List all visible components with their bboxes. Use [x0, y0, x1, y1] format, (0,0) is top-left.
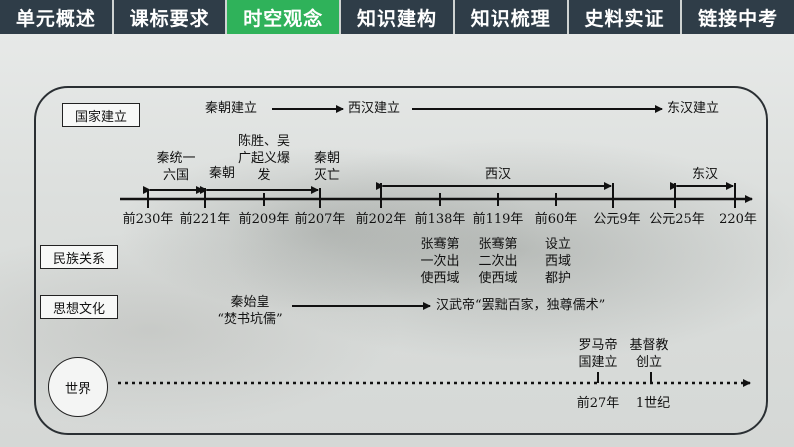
- event-western-han-founded: 西汉建立: [348, 101, 401, 116]
- tick-label-world: 1世纪: [635, 396, 671, 411]
- tab-exam-link[interactable]: 链接中考: [682, 0, 794, 34]
- top-nav: 单元概述 课标要求 时空观念 知识建构 知识梳理 史料实证 链接中考: [0, 0, 794, 34]
- event-chen-sheng-uprising: 陈胜、吴广起义爆发: [237, 134, 291, 183]
- tab-curriculum[interactable]: 课标要求: [113, 0, 226, 34]
- label-ethnic: 民族关系: [40, 245, 118, 269]
- label-nation: 国家建立: [62, 103, 140, 127]
- tick-label: 220年: [719, 212, 757, 227]
- tick-label: 前230年: [122, 212, 174, 227]
- tick-label: 前119年: [472, 212, 524, 227]
- tick-label: 公元9年: [593, 212, 641, 227]
- period-western-han-label: 西汉: [484, 167, 512, 182]
- period-eastern-han-label: 东汉: [691, 167, 719, 182]
- event-western-regions-protectorate: 设立西域都护: [544, 237, 572, 286]
- tab-evidence[interactable]: 史料实证: [568, 0, 681, 34]
- event-qin-unify: 秦统一六国: [156, 151, 196, 183]
- tick-label: 前60年: [534, 212, 578, 227]
- tab-unit-overview[interactable]: 单元概述: [0, 0, 112, 34]
- tab-knowledge-construction[interactable]: 知识建构: [341, 0, 453, 34]
- tick-label: 前221年: [179, 212, 231, 227]
- tick-label: 公元25年: [649, 212, 705, 227]
- tick-label-world: 前27年: [576, 396, 620, 411]
- event-roman-empire: 罗马帝国建立: [578, 338, 618, 370]
- tick-label: 前202年: [355, 212, 407, 227]
- tab-time-space[interactable]: 时空观念: [227, 0, 340, 34]
- event-burning-books: 秦始皇“焚书坑儒”: [217, 295, 283, 327]
- event-qin-fall: 秦朝灭亡: [313, 151, 341, 183]
- tick-label: 前209年: [238, 212, 290, 227]
- event-confucianism: 汉武帝“罢黜百家，独尊儒术”: [436, 298, 606, 313]
- tab-knowledge-review[interactable]: 知识梳理: [454, 0, 567, 34]
- tick-label: 前207年: [294, 212, 346, 227]
- event-zhang-qian-first: 张骞第一次出使西域: [420, 237, 460, 286]
- timeline-panel: [34, 86, 768, 435]
- period-qin-label: 秦朝: [208, 166, 236, 181]
- event-zhang-qian-second: 张骞第二次出使西域: [478, 237, 518, 286]
- event-eastern-han-founded: 东汉建立: [667, 101, 720, 116]
- label-world: 世界: [48, 357, 108, 417]
- label-culture: 思想文化: [40, 295, 118, 319]
- event-qin-founded: 秦朝建立: [205, 101, 258, 116]
- event-christianity: 基督教创立: [629, 338, 669, 370]
- tick-label: 前138年: [414, 212, 466, 227]
